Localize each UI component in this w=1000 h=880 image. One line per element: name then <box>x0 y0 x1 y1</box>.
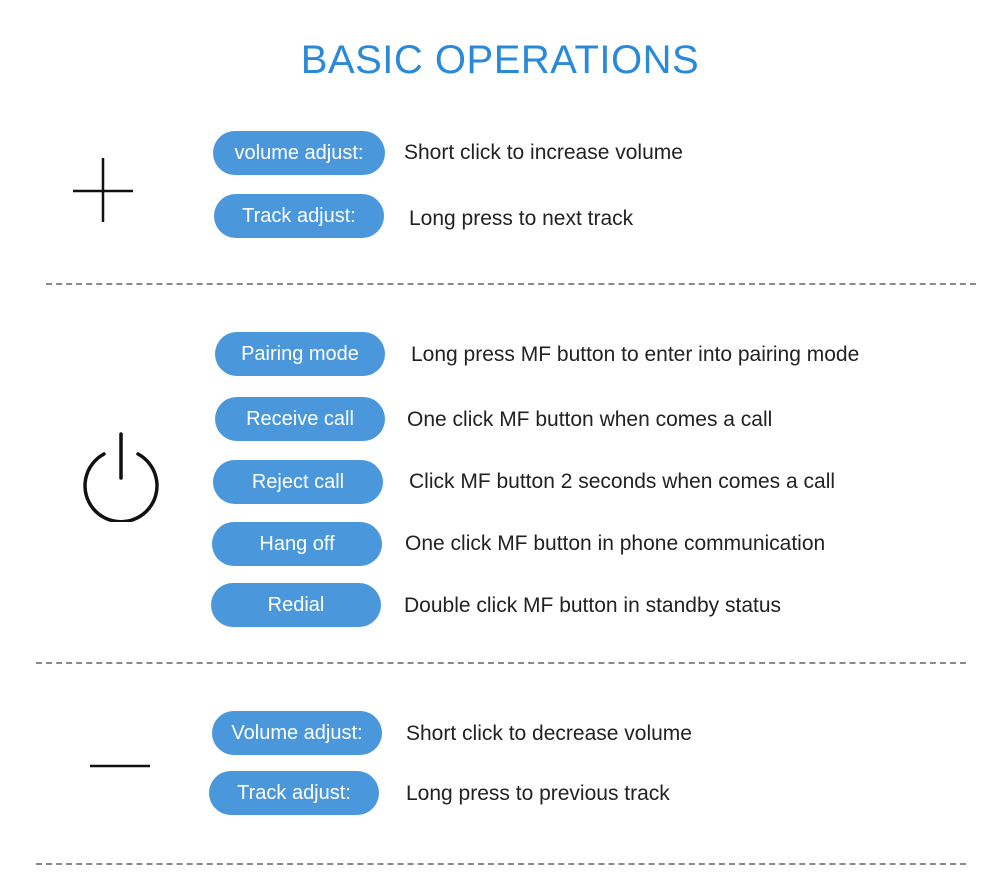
redial-description: Double click MF button in standby status <box>404 594 782 617</box>
next-track-description: Long press to next track <box>409 207 634 230</box>
pill-label: Hang off <box>259 532 335 555</box>
pairing-mode-pill: Pairing mode <box>215 332 385 376</box>
power-icon <box>83 432 159 522</box>
reject-call-description: Click MF button 2 seconds when comes a c… <box>409 470 836 493</box>
hang-off-description: One click MF button in phone communicati… <box>405 532 826 555</box>
volume-adjust-pill: volume adjust: <box>213 131 385 175</box>
plus-icon <box>73 158 133 222</box>
minus-icon <box>90 764 150 768</box>
pairing-mode-description: Long press MF button to enter into pairi… <box>411 343 860 366</box>
reject-call-pill: Reject call <box>213 460 383 504</box>
pill-label: Receive call <box>246 407 354 430</box>
section-divider <box>36 662 966 664</box>
pill-label: volume adjust: <box>234 141 364 164</box>
hang-off-pill: Hang off <box>212 522 382 566</box>
pill-label: Pairing mode <box>241 342 359 365</box>
pill-label: Reject call <box>251 470 345 493</box>
pill-label: Track adjust: <box>237 781 351 804</box>
section-divider <box>46 283 976 285</box>
volume-up-description: Short click to increase volume <box>404 141 683 164</box>
track-adjust-pill: Track adjust: <box>214 194 384 238</box>
previous-track-pill: Track adjust: <box>209 771 379 815</box>
volume-down-description: Short click to decrease volume <box>406 722 692 745</box>
page-title: BASIC OPERATIONS <box>300 38 700 82</box>
pill-label: Volume adjust: <box>231 721 363 744</box>
redial-pill: Redial <box>211 583 381 627</box>
section-divider <box>36 863 966 865</box>
previous-track-description: Long press to previous track <box>406 782 670 805</box>
pill-label: Track adjust: <box>242 204 356 227</box>
receive-call-description: One click MF button when comes a call <box>407 408 773 431</box>
volume-down-pill: Volume adjust: <box>212 711 382 755</box>
receive-call-pill: Receive call <box>215 397 385 441</box>
pill-label: Redial <box>267 593 325 616</box>
